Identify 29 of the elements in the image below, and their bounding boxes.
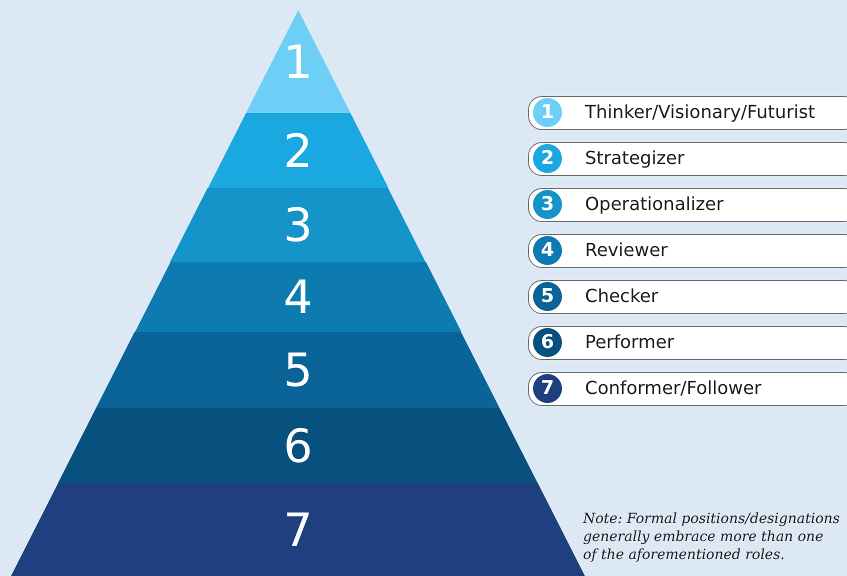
role-pill [528, 96, 847, 130]
role-label: Performer [585, 332, 674, 353]
role-pill [528, 188, 847, 222]
role-label: Reviewer [585, 240, 668, 261]
role-label: Thinker/Visionary/Futurist [585, 102, 816, 123]
number-badge: 1 [533, 98, 562, 127]
role-label: Conformer/Follower [585, 378, 762, 399]
role-label: Strategizer [585, 148, 684, 169]
number-badge: 3 [533, 190, 562, 219]
role-pill [528, 142, 847, 176]
role-pill [528, 326, 847, 360]
role-pill [528, 372, 847, 406]
layer-number: 1 [283, 38, 313, 84]
layer-number: 6 [283, 422, 313, 468]
number-badge: 5 [533, 282, 562, 311]
role-label: Checker [585, 286, 658, 307]
number-badge: 6 [533, 328, 562, 357]
note-text: Note: Formal positions/designations generally embrace more than one of the aforementioned roles. [583, 510, 841, 564]
role-pill [528, 280, 847, 314]
layer-number: 2 [283, 128, 313, 174]
number-badge: 2 [533, 144, 562, 173]
layer-number: 4 [283, 274, 313, 320]
layer-number: 7 [283, 506, 313, 552]
role-pill [528, 234, 847, 268]
layer-number: 5 [283, 347, 313, 393]
number-badge: 4 [533, 236, 562, 265]
layer-number: 3 [283, 202, 313, 248]
number-badge: 7 [533, 374, 562, 403]
role-label: Operationalizer [585, 194, 724, 215]
